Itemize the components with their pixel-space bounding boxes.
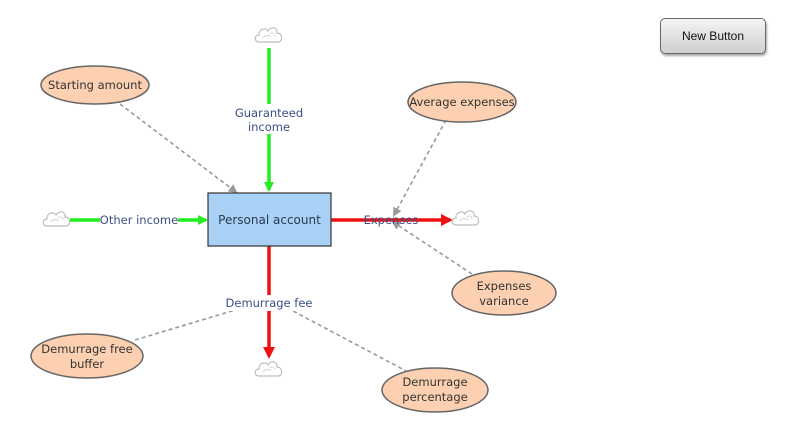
link-percentage-to-demurrage-fee [274, 301, 409, 373]
variable-label-demurrage-percentage: Demurrage [402, 375, 467, 389]
stock-personal-account[interactable] [207, 192, 332, 247]
variable-average-expenses[interactable] [407, 81, 517, 123]
flow-label-other-income: Other income [100, 213, 178, 227]
variable-label-demurrage-free-buffer: Demurrage free [41, 342, 132, 356]
cloud-icon [451, 210, 480, 226]
variable-label-demurrage-free-buffer-line2: buffer [70, 357, 105, 371]
variable-demurrage-percentage[interactable] [381, 367, 489, 413]
flow-label-guaranteed-income: Guaranteed [235, 106, 303, 120]
flow-label-guaranteed-income-line2: income [248, 120, 290, 134]
cloud-icon [42, 211, 71, 227]
link-buffer-to-demurrage-fee [134, 299, 264, 341]
link-average-expenses-to-expenses [393, 119, 447, 217]
variable-expenses-variance[interactable] [451, 270, 557, 316]
flow-label-demurrage-fee: Demurrage fee [226, 296, 313, 310]
link-variance-to-expenses [391, 220, 473, 275]
link-starting-amount-to-account [119, 103, 238, 194]
variable-label-average-expenses: Average expenses [409, 95, 514, 109]
variable-starting-amount[interactable] [40, 65, 150, 105]
cloud-icon [254, 361, 283, 377]
variable-label-demurrage-percentage-line2: percentage [402, 390, 467, 404]
variable-label-expenses-variance-line2: variance [479, 294, 529, 308]
cloud-icon [254, 27, 283, 43]
variable-label-starting-amount: Starting amount [48, 78, 142, 92]
flow-label-expenses: Expenses [364, 213, 419, 227]
variable-label-expenses-variance: Expenses [477, 279, 532, 293]
new-button[interactable]: New Button [660, 18, 766, 54]
variable-demurrage-free-buffer[interactable] [30, 333, 144, 379]
stock-label: Personal account [218, 213, 321, 227]
